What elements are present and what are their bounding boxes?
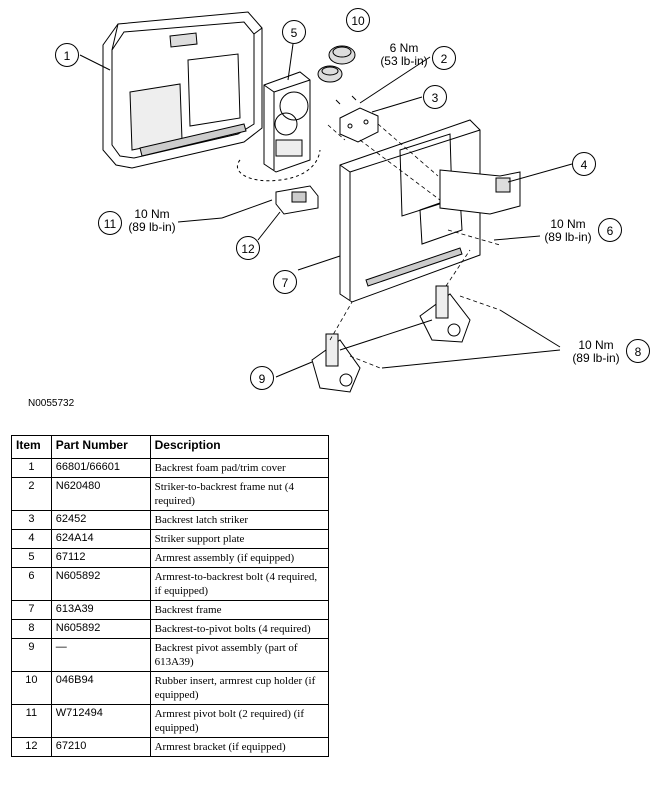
torque-nm: 10 Nm — [550, 217, 586, 231]
callout-5: 5 — [282, 20, 306, 44]
callout-11: 11 — [98, 211, 122, 235]
table-header-row: Item Part Number Description — [11, 435, 330, 459]
cell-part-number: — — [50, 638, 151, 672]
armrest-bracket-drawing — [221, 185, 319, 219]
latch-striker-drawing — [335, 95, 379, 143]
callout-8: 8 — [626, 339, 650, 363]
torque-lb: (89 lb-in) — [572, 351, 620, 365]
cell-part-number: N605892 — [50, 567, 151, 601]
cell-part-number: 66801/66601 — [50, 458, 151, 478]
cell-item: 11 — [11, 704, 52, 738]
cell-part-number: 62452 — [50, 510, 151, 530]
cell-description: Rubber insert, armrest cup holder (if eq… — [149, 671, 330, 705]
callout-2-torque: 6 Nm (53 lb-in) — [376, 42, 432, 68]
cell-description: Backrest foam pad/trim cover — [149, 458, 330, 478]
armrest-assembly-drawing — [237, 71, 321, 182]
callout-8-torque: 10 Nm (89 lb-in) — [568, 339, 624, 365]
cell-item: 8 — [11, 619, 52, 639]
cell-description: Armrest bracket (if equipped) — [149, 737, 330, 757]
exploded-view-diagram — [79, 11, 573, 393]
cell-description: Armrest pivot bolt (2 required) (if equi… — [149, 704, 330, 738]
cell-item: 9 — [11, 638, 52, 672]
backrest-foam-pad-drawing — [102, 11, 263, 169]
cell-part-number: W712494 — [50, 704, 151, 738]
cell-item: 12 — [11, 737, 52, 757]
cell-part-number: N605892 — [50, 619, 151, 639]
callout-3: 3 — [423, 85, 447, 109]
cell-part-number: 624A14 — [50, 529, 151, 549]
cell-part-number: 046B94 — [50, 671, 151, 705]
callout-4: 4 — [572, 152, 596, 176]
callout-6-torque: 10 Nm (89 lb-in) — [540, 218, 596, 244]
cell-description: Armrest assembly (if equipped) — [149, 548, 330, 568]
torque-lb: (89 lb-in) — [544, 230, 592, 244]
callout-6: 6 — [598, 218, 622, 242]
cell-description: Striker-to-backrest frame nut (4 require… — [149, 477, 330, 511]
torque-nm: 10 Nm — [134, 207, 170, 221]
cell-item: 4 — [11, 529, 52, 549]
callout-7: 7 — [273, 270, 297, 294]
pivot-assembly-drawing — [311, 285, 471, 393]
cell-item: 5 — [11, 548, 52, 568]
cell-item: 2 — [11, 477, 52, 511]
cell-part-number: N620480 — [50, 477, 151, 511]
cell-part-number: 67210 — [50, 737, 151, 757]
cell-item: 3 — [11, 510, 52, 530]
callout-12: 12 — [236, 236, 260, 260]
rubber-insert-drawing — [317, 45, 356, 83]
callout-1: 1 — [55, 43, 79, 67]
cell-description: Backrest-to-pivot bolts (4 required) — [149, 619, 330, 639]
callouts-layer: .bubble { position:absolute; width:24px;… — [55, 8, 650, 390]
torque-nm: 10 Nm — [578, 338, 614, 352]
header-part-number: Part Number — [50, 435, 151, 459]
cell-part-number: 67112 — [50, 548, 151, 568]
cell-part-number: 613A39 — [50, 600, 151, 620]
cell-item: 1 — [11, 458, 52, 478]
table-row: 9—Backrest pivot assembly (part of 613A3… — [11, 638, 330, 672]
figure-id: N0055732 — [28, 398, 75, 409]
callout-11-torque: 10 Nm (89 lb-in) — [124, 208, 180, 234]
backrest-frame-drawing — [339, 119, 481, 303]
header-item: Item — [11, 435, 52, 459]
cell-description: Backrest pivot assembly (part of 613A39) — [149, 638, 330, 672]
torque-lb: (89 lb-in) — [128, 220, 176, 234]
cell-item: 10 — [11, 671, 52, 705]
torque-lb: (53 lb-in) — [380, 54, 428, 68]
callout-10: 10 — [346, 8, 370, 32]
striker-support-plate-drawing — [439, 169, 521, 215]
cell-description: Backrest frame — [149, 600, 330, 620]
cell-description: Striker support plate — [149, 529, 330, 549]
cell-description: Armrest-to-backrest bolt (4 required, if… — [149, 567, 330, 601]
callout-2: 2 — [432, 46, 456, 70]
cell-item: 7 — [11, 600, 52, 620]
header-description: Description — [149, 435, 330, 459]
callout-9: 9 — [250, 366, 274, 390]
cell-description: Backrest latch striker — [149, 510, 330, 530]
cell-item: 6 — [11, 567, 52, 601]
torque-nm: 6 Nm — [389, 41, 419, 55]
